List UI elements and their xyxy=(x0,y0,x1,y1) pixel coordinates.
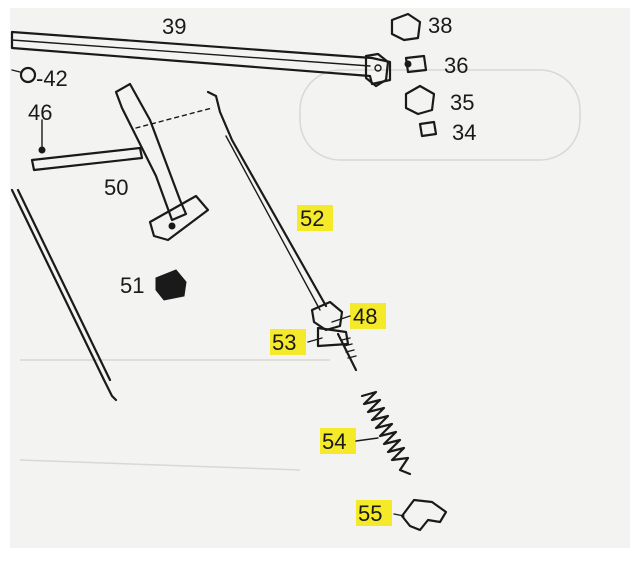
callout-50: 50 xyxy=(104,175,128,200)
callout-55: 55 xyxy=(358,501,382,526)
part-54-spring xyxy=(360,390,412,476)
part-53-threaded-rod xyxy=(336,332,358,372)
highlight-55 xyxy=(356,500,392,526)
part-34-pin xyxy=(418,120,438,138)
callout-54: 54 xyxy=(322,429,346,454)
part-50-bracket xyxy=(30,82,213,242)
highlight-54 xyxy=(320,428,356,454)
left-rod xyxy=(10,188,118,402)
callout-35: 35 xyxy=(450,90,474,115)
callout-labels: 39 38 36 35 34 -42 46 50 51 52 48 53 54 … xyxy=(28,13,476,526)
callout-39: 39 xyxy=(162,14,186,39)
highlight-53 xyxy=(270,329,306,355)
highlight-52 xyxy=(297,205,333,231)
callout-38: 38 xyxy=(428,13,452,38)
part-39-bar xyxy=(10,30,392,88)
callout-53: 53 xyxy=(272,330,296,355)
leader-lines xyxy=(307,315,379,442)
diagram-sheet xyxy=(10,8,630,548)
part-46-pin xyxy=(38,119,46,154)
callout-36: 36 xyxy=(444,53,468,78)
callout-42: -42 xyxy=(36,66,68,91)
part-36-bushing xyxy=(404,54,428,74)
part-52-rod xyxy=(206,90,328,311)
part-35-clip xyxy=(404,84,436,116)
part-42-washer xyxy=(11,66,37,84)
callout-52: 52 xyxy=(300,206,324,231)
background-ghosting xyxy=(19,69,581,471)
callout-46: 46 xyxy=(28,100,52,125)
callout-48: 48 xyxy=(353,304,377,329)
highlight-48 xyxy=(350,303,386,329)
part-38-clip xyxy=(390,12,422,42)
part-48-fitting xyxy=(310,300,350,348)
callout-34: 34 xyxy=(452,120,476,145)
part-51-block xyxy=(155,269,187,301)
callout-51: 51 xyxy=(120,273,144,298)
highlights xyxy=(270,205,392,526)
part-55-clip xyxy=(393,498,448,532)
